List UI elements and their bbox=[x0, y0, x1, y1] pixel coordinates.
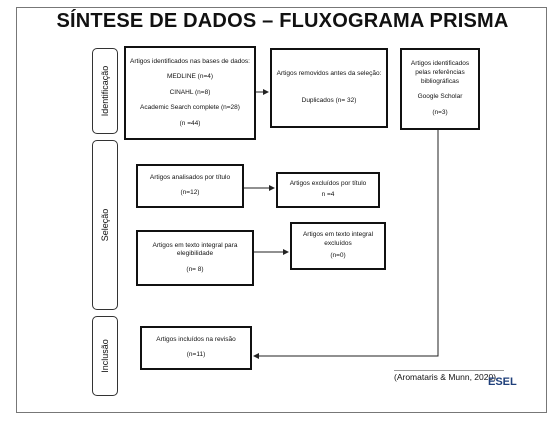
phase-inclusao: Inclusão bbox=[92, 316, 118, 396]
fulltext-excluded-line-1: Artigos em texto integral excluídos bbox=[302, 230, 374, 247]
box-removed-records: Artigos removidos antes da seleção: Dupl… bbox=[270, 48, 388, 128]
references-line-3: (n=3) bbox=[432, 109, 448, 117]
phase-identificacao: Identificação bbox=[92, 48, 118, 134]
identified-line-4: Academic Search complete (n=28) bbox=[140, 104, 240, 112]
box-reference-records: Artigos identificados pelas referências … bbox=[400, 48, 480, 130]
phase-selecao: Seleção bbox=[92, 140, 118, 310]
box-title-excluded: Artigos excluídos por título n =4 bbox=[276, 172, 380, 208]
footer-divider bbox=[394, 370, 504, 371]
fulltext-assessed-line-2: (n= 8) bbox=[186, 265, 204, 273]
included-line-1: Artigos incluídos na revisão bbox=[156, 336, 236, 344]
fulltext-excluded-line-2: (n=0) bbox=[330, 252, 346, 260]
citation: (Aromataris & Munn, 2020) bbox=[394, 372, 497, 382]
removed-line-1: Artigos removidos antes da seleção: bbox=[276, 70, 382, 78]
box-fulltext-excluded: Artigos em texto integral excluídos (n=0… bbox=[290, 222, 386, 270]
included-line-2: (n=11) bbox=[186, 350, 206, 358]
fulltext-assessed-line-1: Artigos em texto integral para elegibili… bbox=[152, 241, 238, 258]
identified-line-3: CINAHL (n=8) bbox=[169, 88, 211, 96]
esel-logo: ESEL bbox=[488, 376, 517, 388]
slide-title: SÍNTESE DE DADOS – FLUXOGRAMA PRISMA bbox=[56, 10, 509, 32]
box-included: Artigos incluídos na revisão (n=11) bbox=[140, 326, 252, 370]
identified-line-2: MEDLINE (n=4) bbox=[166, 73, 214, 81]
box-identified-records: Artigos identificados nas bases de dados… bbox=[124, 46, 256, 140]
removed-line-2: Duplicados (n= 32) bbox=[301, 96, 357, 104]
references-line-2: Google Scholar bbox=[417, 93, 463, 101]
references-line-1: Artigos identificados pelas referências … bbox=[410, 60, 470, 85]
title-screened-line-2: (n=12) bbox=[180, 188, 200, 196]
title-excluded-line-2: n =4 bbox=[321, 191, 335, 199]
arrow-references-to-included bbox=[253, 130, 439, 359]
identified-line-1: Artigos identificados nas bases de dados… bbox=[130, 57, 250, 65]
title-screened-line-1: Artigos analisados por título bbox=[149, 174, 231, 182]
title-excluded-line-1: Artigos excluídos por título bbox=[289, 179, 367, 187]
box-title-screened: Artigos analisados por título (n=12) bbox=[136, 164, 244, 208]
identified-line-5: (n =44) bbox=[179, 119, 201, 127]
box-fulltext-assessed: Artigos em texto integral para elegibili… bbox=[136, 230, 254, 286]
